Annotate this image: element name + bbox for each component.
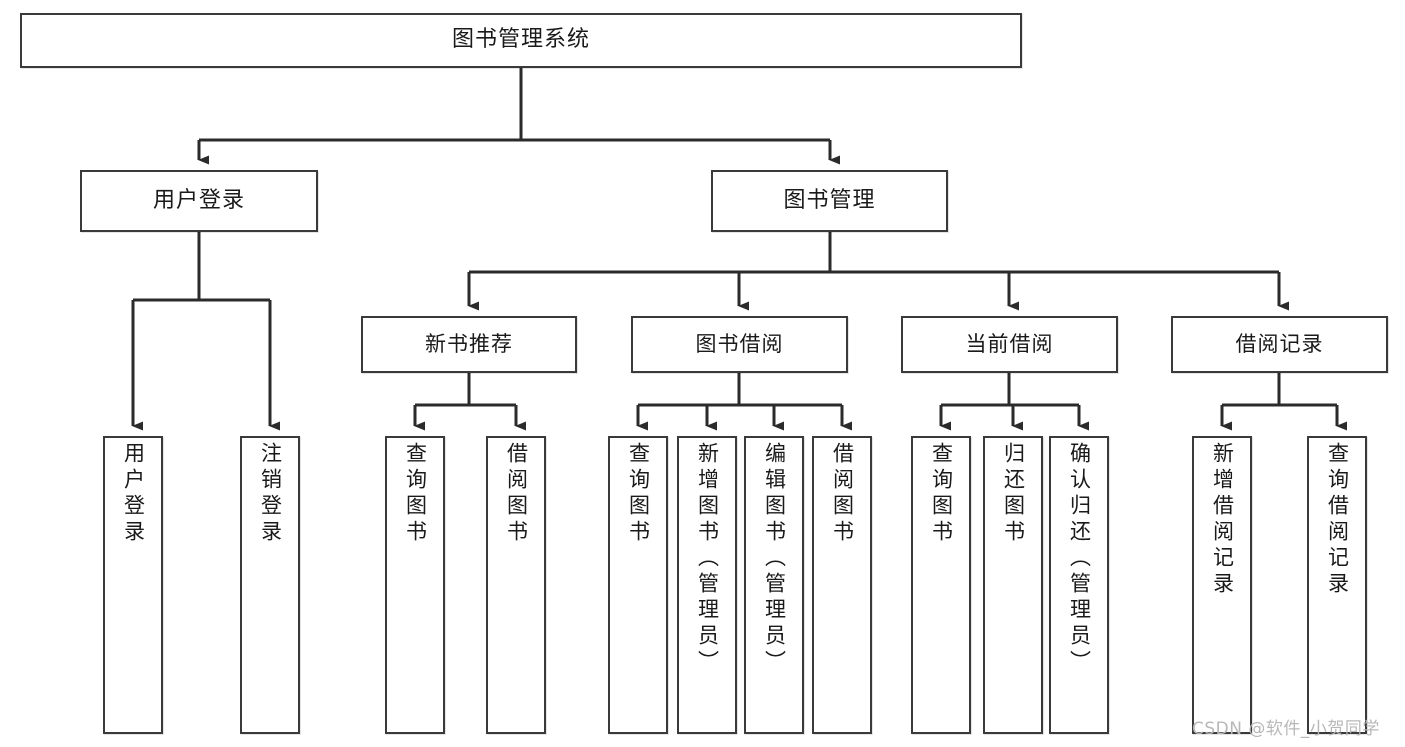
node-leaf-rec-borrow[interactable]: 借阅图书 bbox=[486, 436, 546, 734]
node-leaf-user-logout[interactable]: 注销登录 bbox=[240, 436, 300, 734]
node-leaf-user-login-label: 用户登录 bbox=[121, 442, 146, 546]
node-leaf-borrow-query[interactable]: 查询图书 bbox=[608, 436, 668, 734]
node-leaf-cur-return[interactable]: 归还图书 bbox=[983, 436, 1043, 734]
node-leaf-rec-query2[interactable]: 查询借阅记录 bbox=[1307, 436, 1367, 734]
node-leaf-borrow-do[interactable]: 借阅图书 bbox=[812, 436, 872, 734]
node-leaf-rec-add[interactable]: 新增借阅记录 bbox=[1192, 436, 1252, 734]
node-leaf-borrow-do-label: 借阅图书 bbox=[830, 442, 855, 546]
watermark-text: CSDN @软件_小贺同学 bbox=[1192, 719, 1380, 739]
node-book-borrow[interactable]: 图书借阅 bbox=[631, 316, 848, 373]
node-new-book-rec[interactable]: 新书推荐 bbox=[361, 316, 577, 373]
node-current-borrow[interactable]: 当前借阅 bbox=[901, 316, 1118, 373]
node-root-label: 图书管理系统 bbox=[451, 27, 590, 53]
node-leaf-borrow-query-label: 查询图书 bbox=[626, 442, 651, 546]
node-leaf-borrow-add[interactable]: 新增图书（管理员） bbox=[677, 436, 737, 734]
node-leaf-cur-query[interactable]: 查询图书 bbox=[911, 436, 971, 734]
node-leaf-user-logout-label: 注销登录 bbox=[258, 442, 283, 546]
node-leaf-rec-query2-label: 查询借阅记录 bbox=[1325, 442, 1350, 598]
node-user-login[interactable]: 用户登录 bbox=[80, 170, 318, 232]
node-leaf-user-login[interactable]: 用户登录 bbox=[103, 436, 163, 734]
node-book-manage-label: 图书管理 bbox=[783, 187, 876, 213]
node-leaf-rec-query[interactable]: 查询图书 bbox=[385, 436, 445, 734]
node-leaf-borrow-add-label: 新增图书（管理员） bbox=[695, 442, 720, 676]
node-leaf-rec-borrow-label: 借阅图书 bbox=[504, 442, 529, 546]
node-borrow-record[interactable]: 借阅记录 bbox=[1171, 316, 1388, 373]
node-leaf-rec-query-label: 查询图书 bbox=[403, 442, 428, 546]
node-leaf-cur-query-label: 查询图书 bbox=[929, 442, 954, 546]
node-leaf-cur-confirm[interactable]: 确认归还（管理员） bbox=[1049, 436, 1109, 734]
node-leaf-rec-add-label: 新增借阅记录 bbox=[1210, 442, 1235, 598]
node-current-borrow-label: 当前借阅 bbox=[965, 331, 1054, 356]
node-book-borrow-label: 图书借阅 bbox=[695, 331, 784, 356]
node-leaf-borrow-edit-label: 编辑图书（管理员） bbox=[762, 442, 787, 676]
node-borrow-record-label: 借阅记录 bbox=[1235, 331, 1324, 356]
node-book-manage[interactable]: 图书管理 bbox=[711, 170, 948, 232]
node-leaf-borrow-edit[interactable]: 编辑图书（管理员） bbox=[744, 436, 804, 734]
node-new-book-rec-label: 新书推荐 bbox=[425, 331, 513, 356]
node-leaf-cur-confirm-label: 确认归还（管理员） bbox=[1067, 442, 1092, 676]
node-root[interactable]: 图书管理系统 bbox=[20, 13, 1022, 68]
node-user-login-label: 用户登录 bbox=[152, 187, 245, 213]
node-leaf-cur-return-label: 归还图书 bbox=[1001, 442, 1026, 546]
